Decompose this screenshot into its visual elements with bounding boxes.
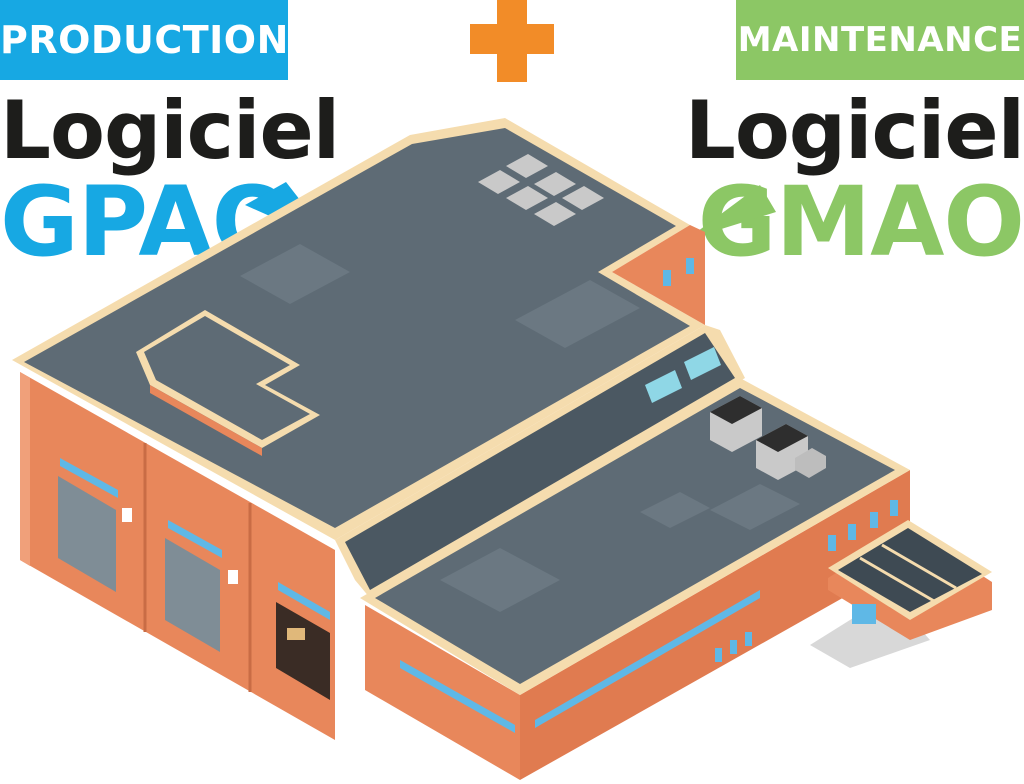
maintenance-acronym: GMAO — [697, 166, 1024, 278]
production-heading: Logiciel — [0, 84, 340, 177]
maintenance-badge: MAINTENANCE — [736, 0, 1024, 80]
plus-icon — [470, 0, 554, 82]
hvac-units — [710, 396, 826, 480]
callout-pointer-icon — [686, 185, 776, 240]
main-building — [20, 372, 350, 740]
middle-roof-band — [335, 325, 745, 598]
right-annex — [612, 225, 705, 325]
lower-building — [360, 378, 910, 780]
loading-dock — [828, 520, 992, 640]
upper-roof — [12, 118, 705, 540]
production-badge: PRODUCTION — [0, 0, 288, 80]
maintenance-heading: Logiciel — [684, 84, 1024, 177]
